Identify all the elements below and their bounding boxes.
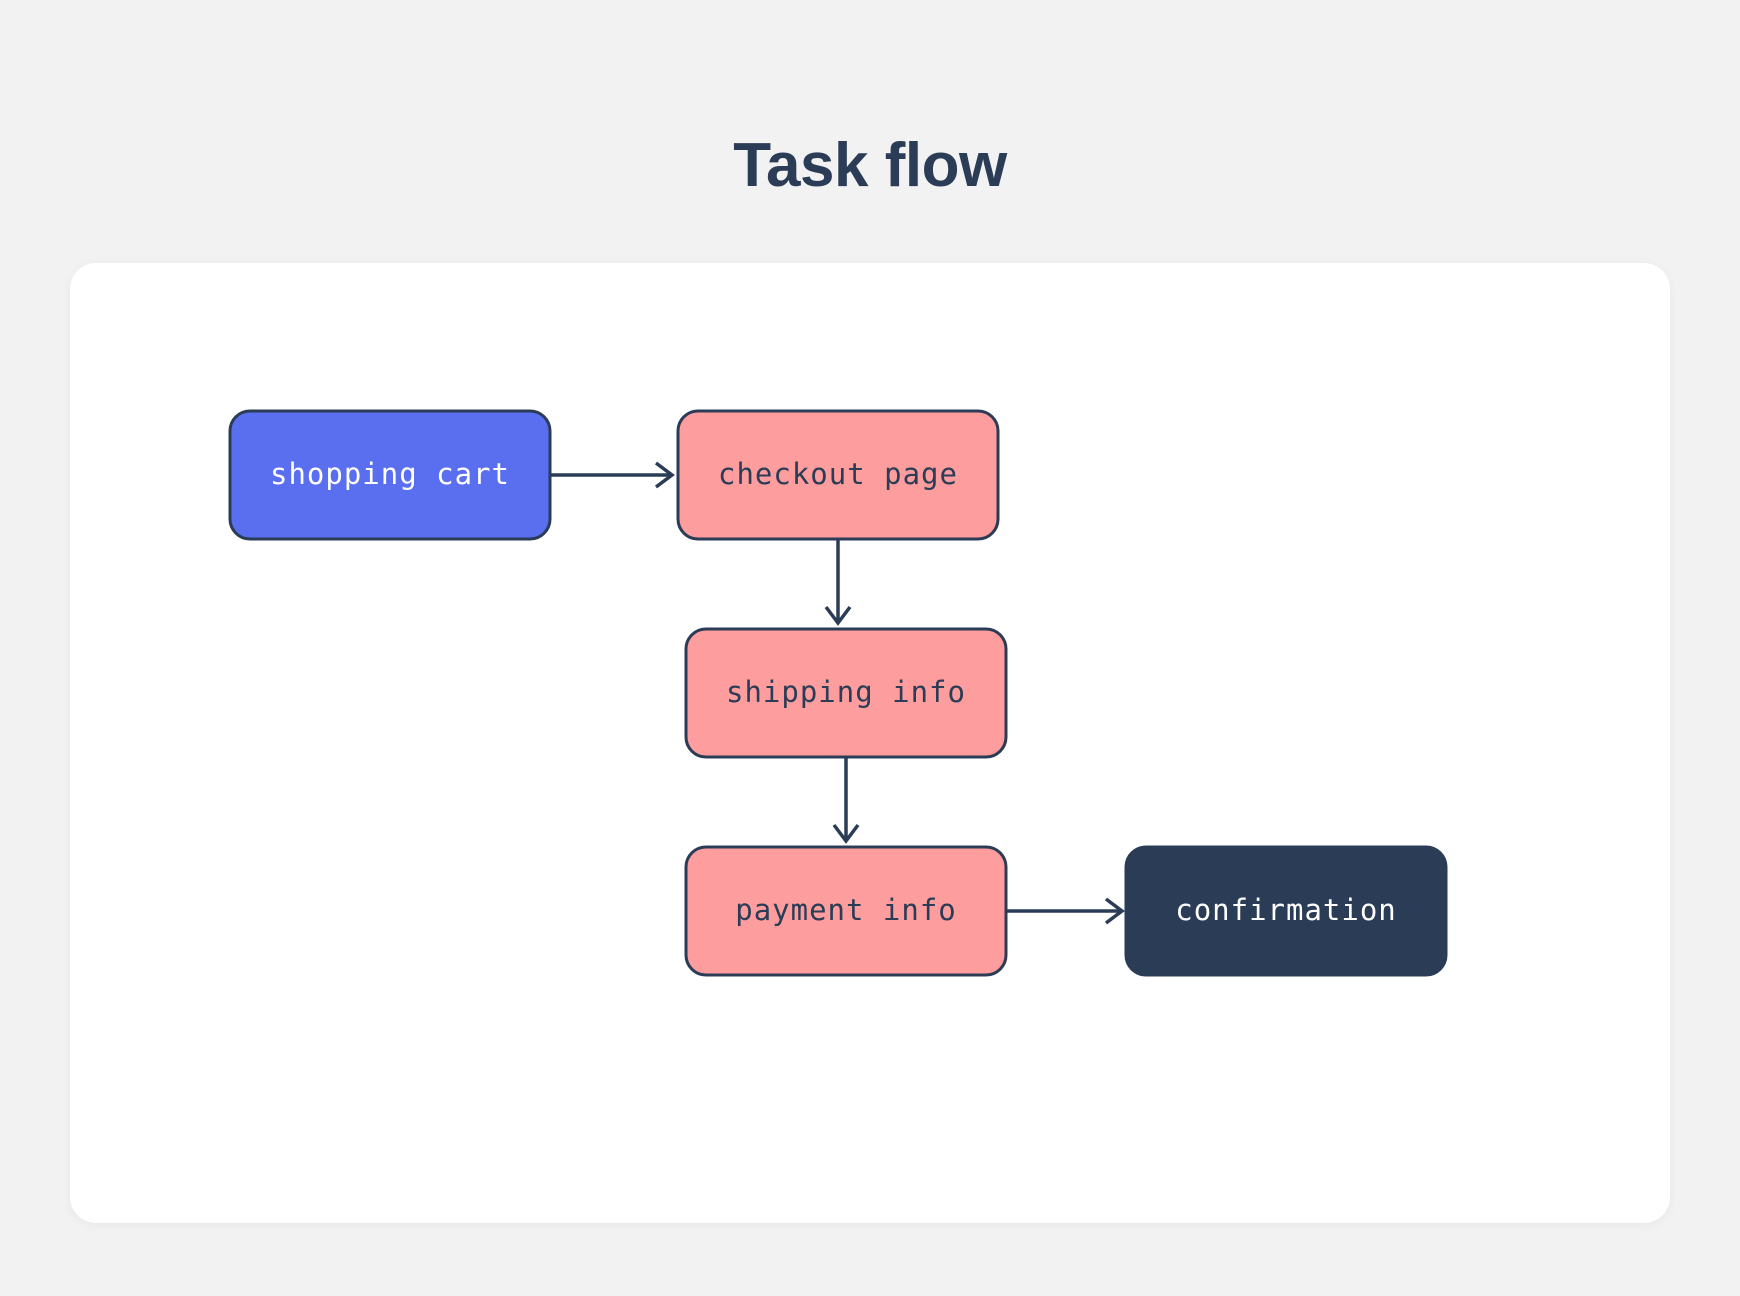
edge-shipping-to-payment bbox=[832, 757, 860, 844]
node-payment-info[interactable]: payment info bbox=[684, 845, 1008, 977]
edge-payment-to-confirmation bbox=[1006, 897, 1125, 925]
task-flow-diagram: shopping cart checkout page shipping inf… bbox=[228, 409, 1448, 977]
node-label-payment-info: payment info bbox=[735, 893, 957, 927]
edge-cart-to-checkout bbox=[550, 461, 675, 489]
node-label-checkout-page: checkout page bbox=[718, 457, 958, 491]
node-shopping-cart[interactable]: shopping cart bbox=[228, 409, 552, 541]
node-label-shopping-cart: shopping cart bbox=[270, 457, 510, 491]
node-checkout-page[interactable]: checkout page bbox=[676, 409, 1000, 541]
edge-checkout-to-shipping bbox=[824, 539, 852, 626]
node-label-shipping-info: shipping info bbox=[726, 675, 966, 709]
node-shipping-info[interactable]: shipping info bbox=[684, 627, 1008, 759]
node-confirmation[interactable]: confirmation bbox=[1124, 845, 1448, 977]
page-title: Task flow bbox=[733, 130, 1007, 200]
diagram-card: shopping cart checkout page shipping inf… bbox=[70, 263, 1670, 1223]
node-label-confirmation: confirmation bbox=[1175, 893, 1397, 927]
